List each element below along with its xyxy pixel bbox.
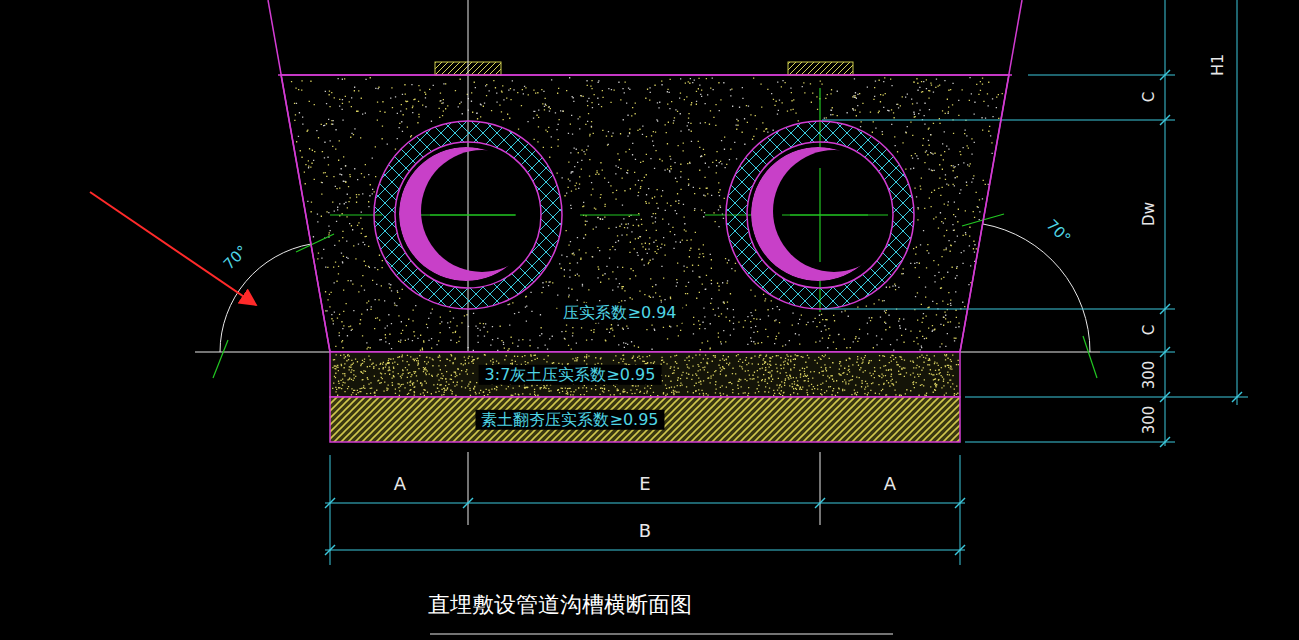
extension-line <box>960 455 961 565</box>
arc-tick <box>1083 336 1097 378</box>
angle-arc <box>983 224 1090 352</box>
lime-soil-band: 3:7灰土压实系数≥0.95 <box>330 352 960 397</box>
dimension-line <box>1237 0 1238 405</box>
pipe-crescent <box>751 147 885 281</box>
angle-label: 70° <box>220 242 251 273</box>
extension-line <box>822 120 1175 121</box>
extension-line <box>820 452 821 525</box>
dimension-tick <box>1160 70 1170 80</box>
pipe-crescent <box>399 147 533 281</box>
center-line <box>782 214 868 215</box>
extension-line <box>330 455 331 565</box>
dimension-label: 300 <box>1141 361 1158 390</box>
trench-outline <box>281 75 1009 352</box>
dimension-tick <box>955 498 965 508</box>
surface-plate <box>788 62 853 75</box>
dimension-tick <box>815 498 825 508</box>
band-border <box>330 397 960 442</box>
extension-line <box>1028 75 1175 76</box>
angle-label: 70° <box>1042 216 1073 247</box>
dimension-tick <box>463 498 473 508</box>
extension-line <box>965 397 1248 398</box>
insulated-pipe <box>726 121 914 309</box>
dimension-tick <box>325 498 335 508</box>
insulation-hatch <box>726 121 914 309</box>
dimension-tick <box>1160 115 1170 125</box>
dimension-line <box>1165 0 1166 446</box>
arc-tick <box>296 234 334 252</box>
compacted-soil-band: 素土翻夯压实系数≥0.95 <box>330 397 960 442</box>
center-line <box>430 214 516 215</box>
extension-line <box>965 442 1175 443</box>
arc-tick <box>213 340 228 378</box>
center-line <box>420 214 515 215</box>
dimension-tick <box>1160 347 1170 357</box>
dimension-tick <box>1232 392 1242 402</box>
dimension-label: A <box>394 474 406 495</box>
dimension-tick <box>1160 437 1170 447</box>
backfill-dots <box>296 77 997 351</box>
insulated-pipe <box>374 121 562 309</box>
pipe-inner-wall <box>395 142 541 288</box>
title-underline <box>430 634 893 635</box>
insulation-hatch <box>374 121 562 309</box>
extension-line <box>822 309 1175 310</box>
backfill-zone: 压实系数≥0.94 <box>281 75 1009 352</box>
fill-spec-text: 3:7灰土压实系数≥0.95 <box>479 364 662 384</box>
fill-spec-text: 素土翻夯压实系数≥0.95 <box>475 409 664 429</box>
dimension-tick <box>1160 304 1170 314</box>
drawing-title: 直埋敷设管道沟槽横断面图 <box>428 592 692 617</box>
band-fill <box>330 352 960 397</box>
pipe-outer-wall <box>374 121 562 309</box>
lime-dots <box>332 354 959 396</box>
dimension-line <box>325 550 965 551</box>
pipe-inner-wall <box>747 142 893 288</box>
band-fill <box>330 397 960 442</box>
dimension-label: B <box>639 521 651 542</box>
dimension-label: H1 <box>1209 54 1227 76</box>
pipe-outer-wall <box>726 121 914 309</box>
center-line <box>580 214 640 215</box>
backfill-dots <box>291 77 1003 351</box>
dimension-label: C <box>1141 92 1158 102</box>
dimension-label: A <box>884 474 896 495</box>
extension-line <box>468 452 469 525</box>
fill-spec-text: 压实系数≥0.94 <box>557 303 682 323</box>
pointer-arrow <box>90 192 256 305</box>
dimension-tick <box>325 545 335 555</box>
dimension-label: Dw <box>1141 202 1158 226</box>
dimension-label: 300 <box>1141 406 1158 435</box>
band-border <box>330 352 960 397</box>
dimension-tick <box>955 545 965 555</box>
dimension-label: E <box>639 474 650 495</box>
dimension-label: C <box>1141 325 1158 335</box>
dimension-tick <box>1160 392 1170 402</box>
dimension-line <box>325 503 965 504</box>
